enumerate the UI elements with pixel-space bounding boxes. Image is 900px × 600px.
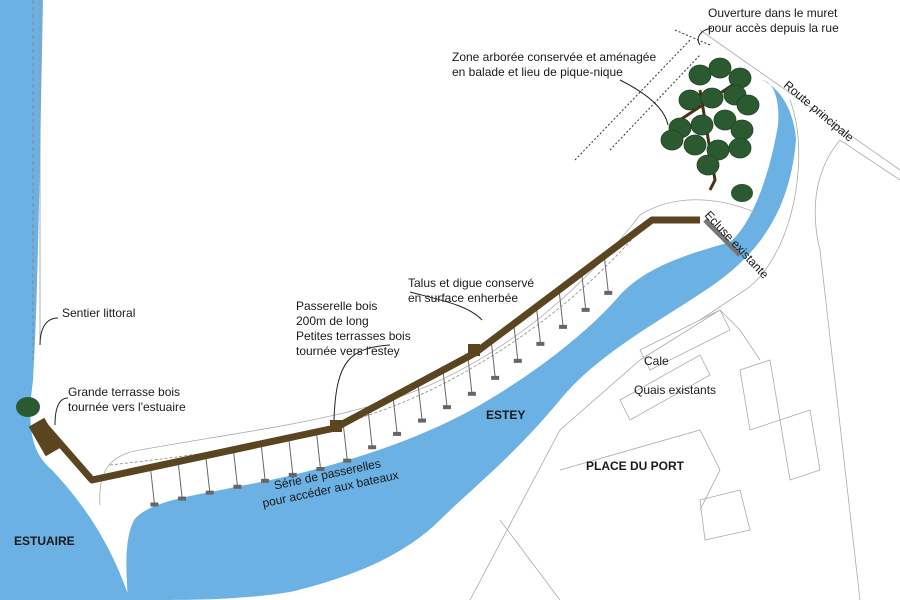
bush-icon-lock <box>731 184 753 202</box>
pier <box>581 272 587 309</box>
tree-canopy <box>700 87 724 109</box>
pier <box>467 356 473 393</box>
label-sentier: Sentier littoral <box>62 306 136 320</box>
label-estey: ESTEY <box>486 408 526 422</box>
pier-float <box>467 391 476 396</box>
pier <box>149 467 155 504</box>
pier <box>558 289 564 326</box>
large-terrace <box>28 417 62 457</box>
pier <box>367 410 373 447</box>
label-quais: Quais existants <box>634 383 717 397</box>
pier-float <box>442 405 451 410</box>
building-outlines <box>699 359 821 541</box>
embankment-outline <box>99 199 761 506</box>
road-outline-2 <box>699 29 900 171</box>
tree-canopy <box>683 134 707 156</box>
pier-float <box>233 484 242 489</box>
pier <box>205 455 211 492</box>
pier-float <box>261 478 270 483</box>
pier <box>177 461 183 498</box>
estey-water <box>126 80 796 600</box>
pier-float <box>604 290 613 295</box>
road-outline <box>699 99 800 321</box>
road-outline-3 <box>814 139 900 600</box>
pier <box>603 255 609 292</box>
pier-float <box>368 445 377 450</box>
harbour-quay-outline <box>469 309 761 600</box>
tree-cluster-icon <box>660 57 760 191</box>
estuary-water <box>0 0 130 600</box>
bush-icon-estuary <box>16 397 40 417</box>
pier <box>260 443 266 480</box>
pier <box>417 383 423 420</box>
pier-float <box>417 418 426 423</box>
lock-gate-icon <box>703 218 742 257</box>
harbour-block-outline <box>499 309 731 600</box>
wooden-walkway <box>41 216 700 484</box>
pier-float <box>288 472 297 477</box>
pier-float <box>150 502 159 507</box>
label-estuaire: ESTUAIRE <box>14 534 75 548</box>
tree-canopy <box>690 114 714 136</box>
tree-canopy <box>713 109 737 131</box>
pier-float <box>205 490 214 495</box>
tree-canopy <box>730 119 754 141</box>
pier-float <box>393 431 402 436</box>
pier-float <box>581 307 590 312</box>
tree-canopy <box>678 89 702 111</box>
small-terrace-1 <box>330 420 342 432</box>
tree-canopy <box>708 57 732 79</box>
pier <box>315 431 321 469</box>
pier-float <box>343 458 352 463</box>
tree-canopy <box>696 154 720 176</box>
pier <box>535 306 541 343</box>
pier <box>232 449 238 486</box>
pier-float <box>536 341 545 346</box>
small-terrace-2 <box>468 344 480 356</box>
tree-canopy <box>660 129 684 151</box>
pier <box>288 437 294 474</box>
label-cale: Cale <box>644 354 669 368</box>
pier <box>392 396 398 433</box>
pier <box>513 323 519 360</box>
pier-float <box>178 496 187 501</box>
pier-float <box>491 375 500 380</box>
tree-canopy <box>728 137 752 159</box>
pier <box>342 423 348 460</box>
pier-float <box>559 324 568 329</box>
pier-float <box>316 466 325 471</box>
tree-canopy <box>736 94 760 116</box>
label-place: PLACE DU PORT <box>586 459 685 473</box>
tree-canopy <box>688 64 712 86</box>
pier-float <box>513 358 522 363</box>
pier <box>442 370 448 407</box>
pier <box>490 340 496 377</box>
